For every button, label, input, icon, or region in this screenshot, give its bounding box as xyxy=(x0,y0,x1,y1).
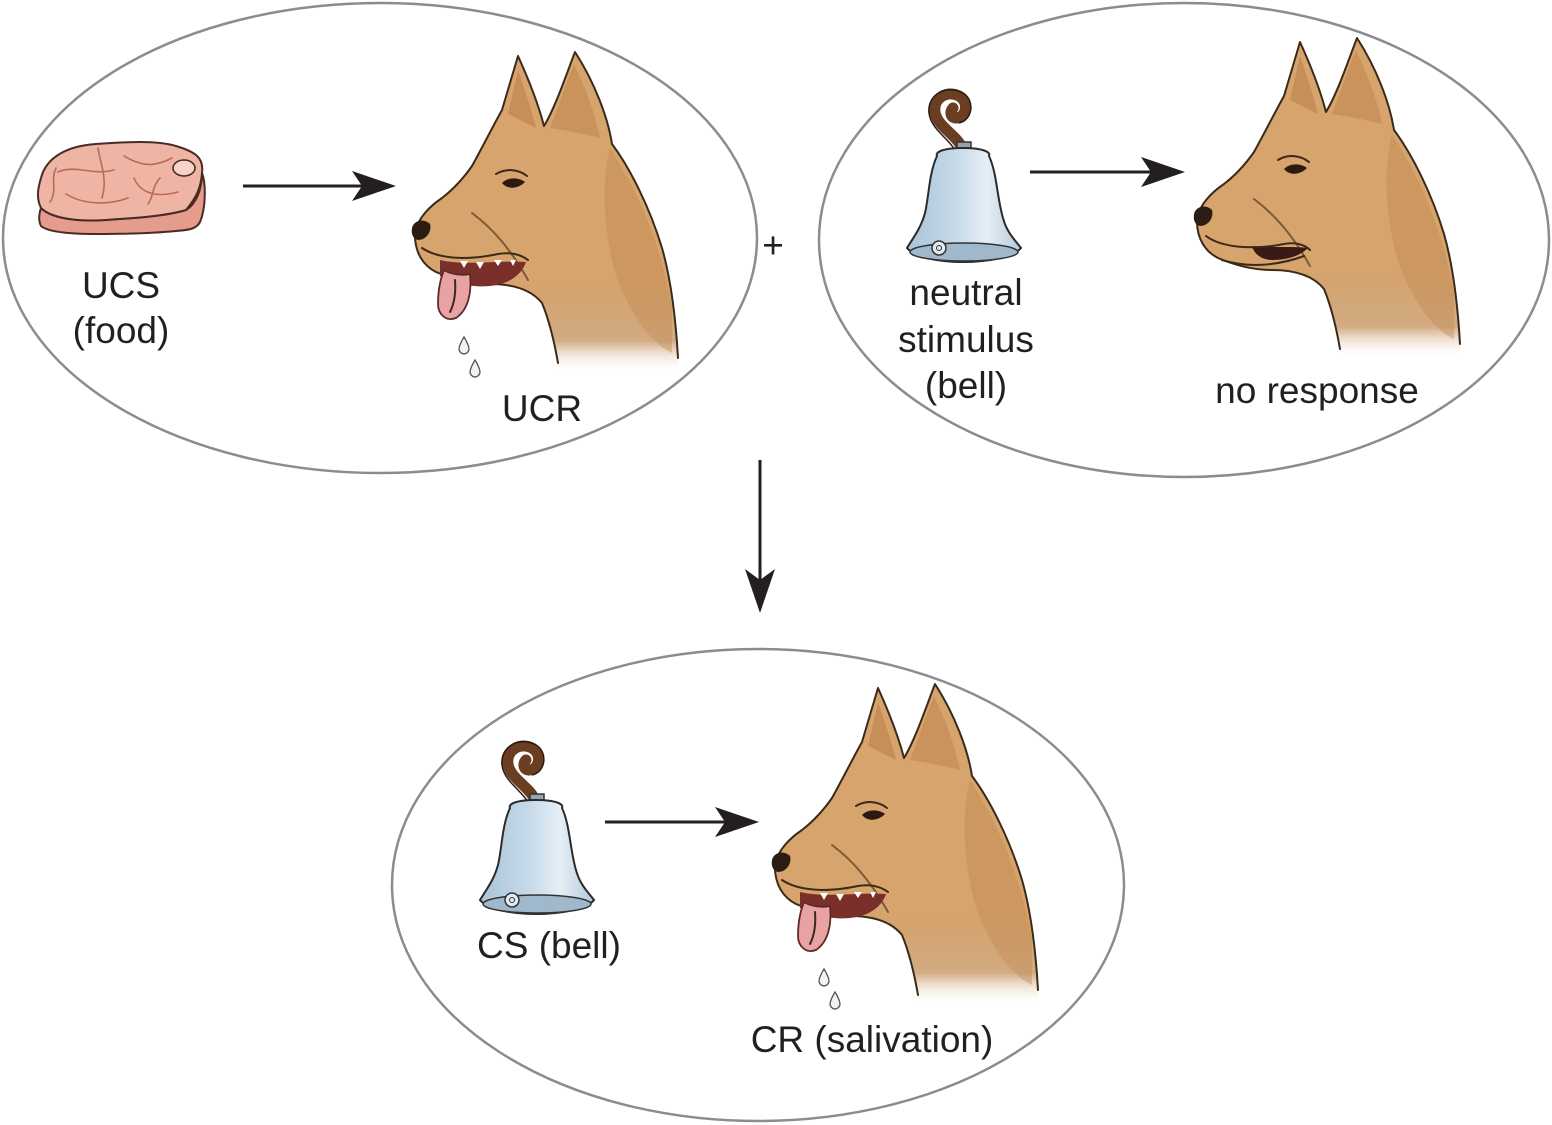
label-neutral-line-1: neutral xyxy=(909,272,1022,313)
label-ucr: UCR xyxy=(502,388,582,429)
label-ucs: UCS xyxy=(82,265,160,306)
dog-no-response xyxy=(1192,37,1463,360)
saliva-drops-icon xyxy=(818,968,841,1010)
cs-cr-oval xyxy=(390,647,1126,1123)
meat-icon xyxy=(37,141,206,236)
label-ucs-food: (food) xyxy=(73,310,170,351)
ucs-ucr-oval xyxy=(1,1,759,475)
dog-salivating-ucr xyxy=(410,51,681,378)
label-cs: CS (bell) xyxy=(477,925,621,966)
dog-head-icon xyxy=(770,683,1041,1006)
label-no-response: no response xyxy=(1215,370,1419,411)
arrow-ucs-to-ucr xyxy=(243,171,396,201)
label-plus: + xyxy=(762,225,784,266)
neutral-stimulus-oval xyxy=(817,1,1551,479)
dog-head-icon xyxy=(410,51,681,374)
arrow-cs-to-cr xyxy=(605,807,759,837)
label-neutral-line-2: stimulus xyxy=(898,319,1034,360)
saliva-drops-icon xyxy=(458,336,481,378)
bell-icon-neutral xyxy=(907,90,1021,262)
arrow-bell-to-no-response xyxy=(1030,157,1185,187)
label-neutral-line-3: (bell) xyxy=(925,365,1007,406)
dog-salivating-cr xyxy=(770,683,1041,1010)
bell-icon-cs xyxy=(480,742,594,914)
label-cr: CR (salivation) xyxy=(751,1019,994,1060)
dog-head-icon xyxy=(1192,37,1463,360)
arrow-down-conditioning xyxy=(745,460,775,613)
